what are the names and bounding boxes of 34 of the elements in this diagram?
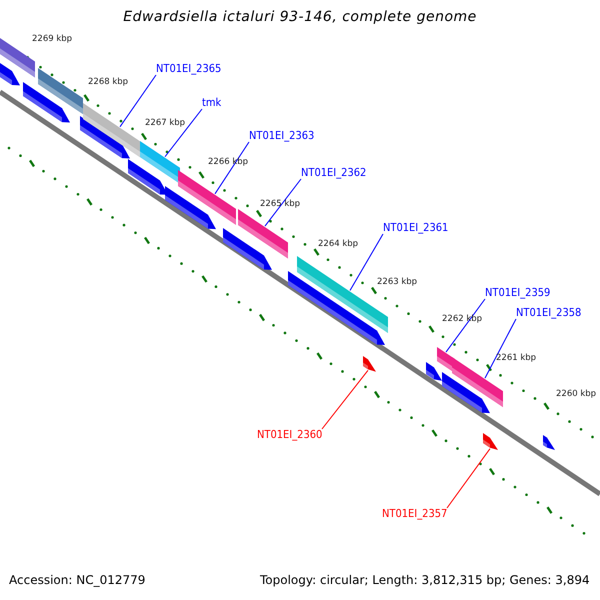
gene-bar [178,170,236,225]
gene-label: NT01EI_2358 [516,307,582,320]
leader-line [446,298,486,353]
scale-label: 2269 kbp [32,35,72,44]
leader-line [484,318,516,379]
leader-line [214,142,250,194]
gene-label: NT01EI_2361 [383,222,448,234]
leader-line [120,74,156,128]
gene-label: tmk [202,97,222,110]
gene-label: NT01EI_2359 [485,287,550,300]
scale-label: 2268 kbp [88,78,128,88]
scale-label: 2264 kbp [318,240,358,250]
leader-line [446,448,490,508]
gene-label: NT01EI_2363 [249,130,314,142]
scale-label: 2263 kbp [377,278,418,288]
leader-line [164,108,202,158]
diagram-title: Edwardsiella ictaluri 93-146, complete genome [122,10,478,26]
gene-label: NT01EI_2360 [257,429,322,442]
gene-bar [83,103,140,158]
gene-label: NT01EI_2357 [382,508,448,520]
leader-line [264,178,302,227]
scale-label: 2260 kbp [556,390,596,400]
leader-line [350,234,384,291]
gene-label: NT01EI_2365 [156,63,222,76]
genome-summary: Topology: circular; Length: 3,812,315 bp; Genes: 3,894 [260,574,590,588]
gene-marker [363,356,376,372]
scale-label: 2267 kbp [145,119,186,128]
scale-label: 2261 kbp [496,354,536,364]
gene-bar [140,141,180,184]
gene-marker [483,433,498,450]
gene-bar [238,209,288,258]
scale-label: 2265 kbp [260,200,300,210]
gene-label: NT01EI_2362 [301,167,366,180]
accession-note: Accession: NC_012779 [9,574,146,588]
